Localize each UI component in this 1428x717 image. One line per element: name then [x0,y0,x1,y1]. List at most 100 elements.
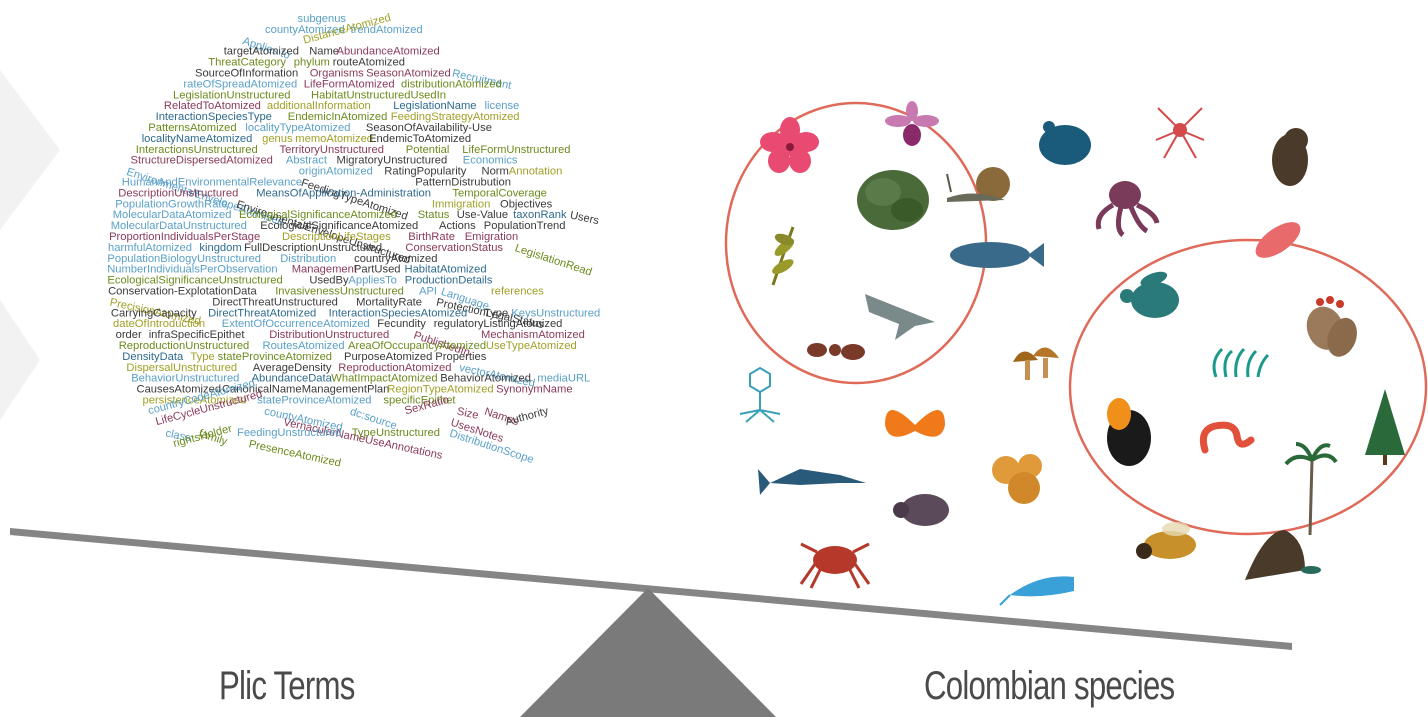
term-word: Management [292,264,358,276]
term-word: phylum [294,57,330,69]
term-word: LegislationRead [513,242,593,278]
term-word: ProductionDetails [405,275,493,287]
term-word: WhatImpactAtomized [331,373,437,385]
term-word: taxonRank [513,209,567,221]
mushroom-icon [1013,347,1059,380]
term-word: Conservation-ExplotationData [108,286,257,298]
term-word: DirectThreatAtomized [208,307,316,319]
snail-icon [946,167,1010,202]
marlin-icon [758,469,866,495]
term-word: DirectThreatUnstructured [212,296,338,308]
palm-tree-icon [1284,442,1338,536]
monkey-icon [1272,128,1308,186]
term-word: Economics [463,155,518,167]
term-word: BehaviorUnstructured [131,373,239,385]
term-word: persistenceAtomized [143,395,247,407]
term-word: license [485,100,520,112]
term-word: Objectives [500,198,553,210]
term-word: additionalInformation [267,100,371,112]
term-word: AbundanceData [252,373,333,385]
shark-icon [865,294,935,340]
term-word: Annotation [509,166,563,178]
term-word: stateProvinceAtomized [218,351,332,363]
term-word: Authority [504,405,550,428]
term-word: Distribution [280,253,336,265]
term-word: Name [309,46,339,58]
term-word: BehaviorAtomized [440,373,531,385]
term-word: Immigration [432,198,490,210]
moss-icon [857,170,929,230]
term-word: PopulationBiologyUnstructured [107,253,261,265]
term-word: ManagementPlan [302,384,390,396]
term-word: PresenceAtomized [248,438,342,469]
fulcrum-triangle [520,588,776,717]
term-word: Type [484,307,508,319]
term-word: InvasivenessUnstructured [275,286,404,298]
term-word: KeysUnstructured [511,307,600,319]
term-word: specificEpithet [383,395,456,407]
term-word: Emigration [465,231,518,243]
term-word: TerritoryUnstructured [280,144,384,156]
term-word: countyAtomized [265,24,345,36]
term-word: CarryingCapacity [111,307,197,319]
term-word: SeasonAtomized [366,68,451,80]
term-word: HabitatUnstructuredUsedIn [311,89,446,101]
pine-tree-icon [1365,389,1405,465]
term-word: SeasonOfAvailability-Use [366,122,492,134]
term-word: LifeFormAtomized [304,78,395,90]
term-word: PopulationTrend [484,220,566,232]
orchid-icon [885,101,939,146]
term-word: EcologicalSignificanceUnstructured [107,275,282,287]
term-word: references [491,286,544,298]
crab-icon [799,542,871,589]
term-word: MechanismAtomized [481,329,585,341]
duck-icon [1245,530,1321,580]
term-word: Status [418,209,450,221]
term-word: CausesAtomized [137,384,222,396]
term-word: PopulationGrowthRate [115,198,228,210]
term-word: MolecularDataUnstructured [111,220,247,232]
term-word: ConservationStatus [405,242,503,254]
term-word: mediaURL [537,373,590,385]
term-word: HabitatAtomized [405,264,487,276]
caption-plic-terms: Plic Terms [219,664,355,708]
term-word: RelatedToAtomized [164,100,261,112]
term-word: RatingPopularity [384,166,466,178]
term-word: Type [190,351,214,363]
term-word: kingdom [199,242,241,254]
term-word: Use-Value [457,209,508,221]
term-word: infraSpecificEpithet [149,329,246,341]
term-word: TypeUnstructured [352,427,440,439]
term-word: LifeFormUnstructured [462,144,570,156]
term-word: UseTypeAtomized [486,340,577,352]
term-word: DistributionUnstructured [269,329,389,341]
worm-icon [1199,421,1255,454]
caption-colombian-species: Colombian species [924,664,1175,708]
flower-icon [760,117,819,173]
term-word: Abstract [286,155,328,167]
term-word: EndemicToAtomized [369,133,471,145]
term-word: genus [262,133,293,145]
term-word: LegislationUnstructured [173,89,291,101]
term-word: AverageDensity [253,362,332,374]
term-word: MeansOfApplication-Administration [256,187,431,199]
term-word: PatternsAtomized [148,122,236,134]
term-word: stateProvinceAtomized [257,395,371,407]
term-word: subgenus [298,13,347,25]
term-word: InteractionSpeciesType [156,111,272,123]
term-word: originAtomized [299,166,373,178]
term-word: InteractionsUnstructured [136,144,258,156]
coffee-plant-icon [1306,296,1357,357]
term-word: FeedingStrategyAtomized [391,111,520,123]
term-word: EcologicalSignificanceAtomized [260,220,418,232]
coelacanth-icon [950,242,1044,268]
fern-icon [771,226,795,286]
species-group-circle-right [1068,238,1428,536]
term-word: Actions [439,220,476,232]
catfish-icon [999,576,1074,606]
term-word: UsedBy [309,275,349,287]
octopus-icon [1095,181,1160,237]
term-word: ReproductionAtomized [338,362,451,374]
